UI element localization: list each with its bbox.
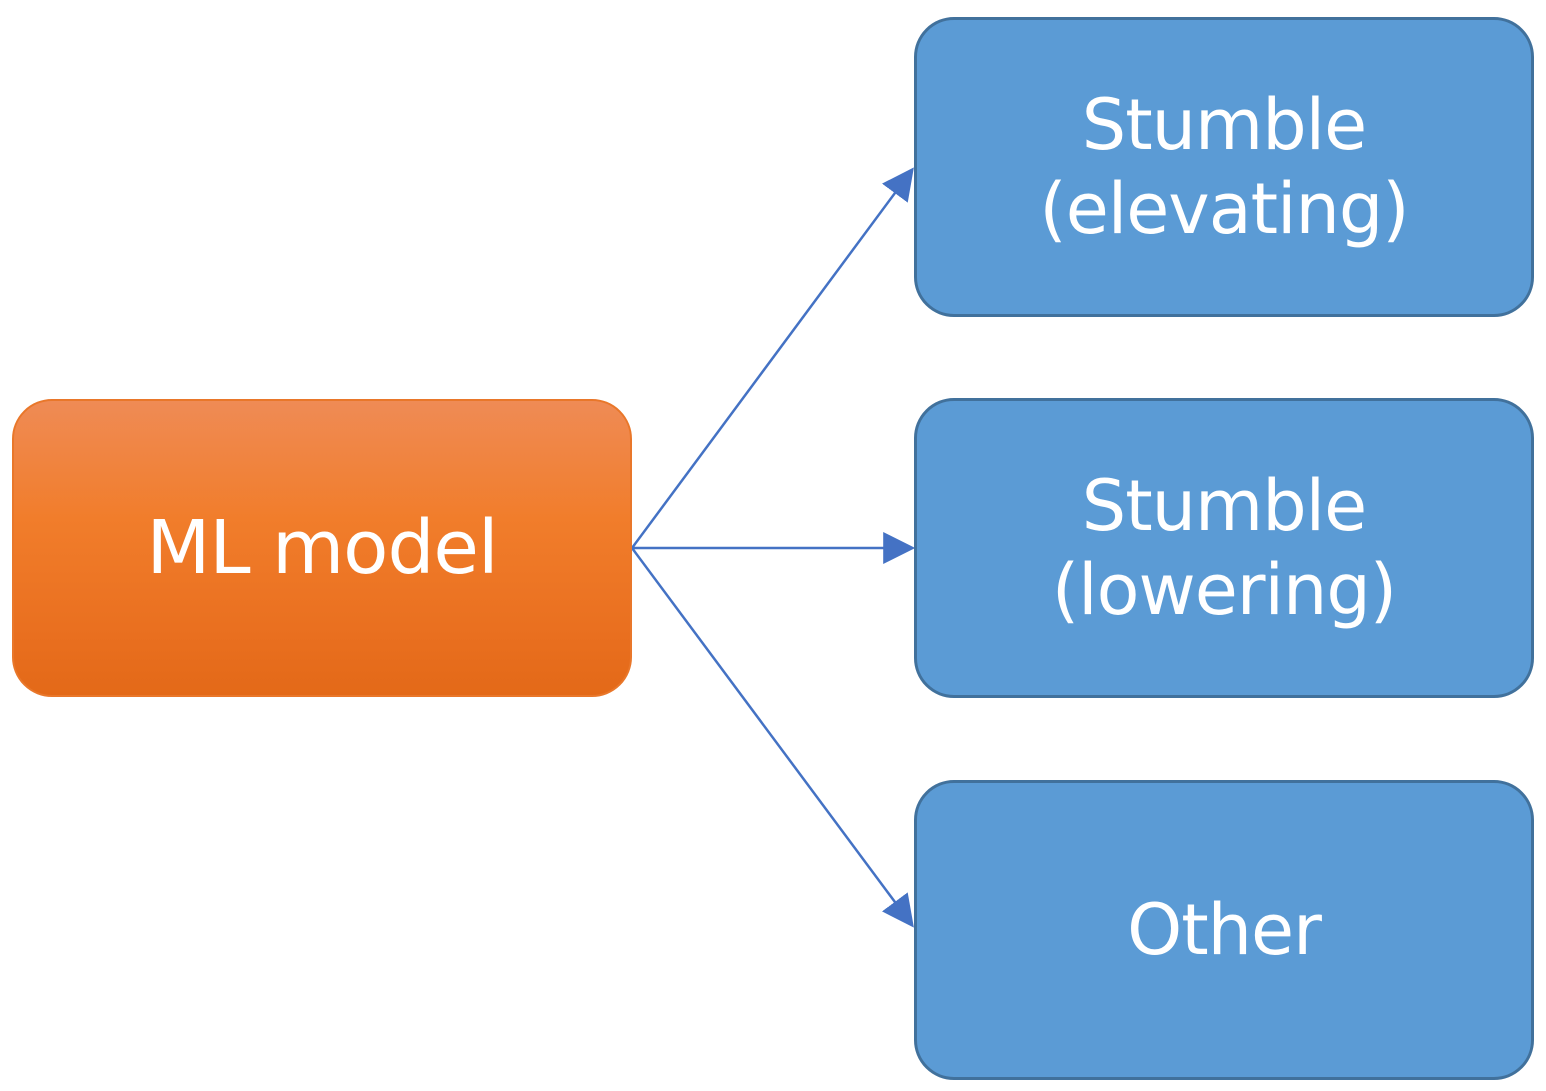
other-label: Other <box>1127 889 1322 971</box>
stumble-lowering-label: Stumble (lowering) <box>1051 465 1397 631</box>
stumble-elevating-label: Stumble (elevating) <box>1039 84 1409 250</box>
arrow-to-other <box>630 547 914 928</box>
ml-model-box: ML model <box>12 399 632 697</box>
ml-model-label: ML model <box>146 504 498 591</box>
stumble-lowering-box: Stumble (lowering) <box>914 398 1534 698</box>
arrow-to-elevating <box>630 167 914 549</box>
stumble-elevating-box: Stumble (elevating) <box>914 17 1534 317</box>
other-box: Other <box>914 780 1534 1080</box>
